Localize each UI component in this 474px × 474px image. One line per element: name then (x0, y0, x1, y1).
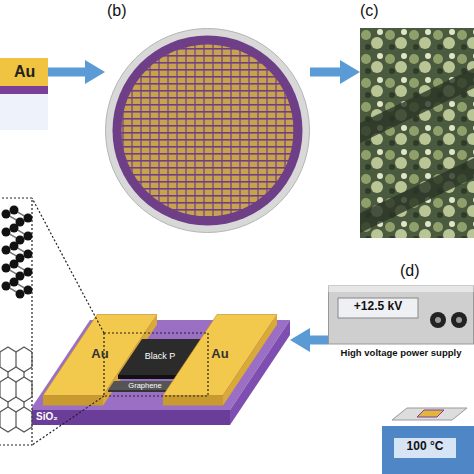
atom (10, 260, 19, 269)
micro-stripe (360, 68, 474, 143)
knob-center (435, 317, 441, 323)
wafer-rim (106, 29, 310, 233)
phosphorus-atoms (2, 206, 33, 299)
zoom-line (32, 396, 104, 445)
atom (24, 286, 33, 295)
wafer-photo-outline (105, 28, 310, 233)
plate-surface (392, 408, 467, 420)
micro-stripe (360, 158, 474, 233)
node-label: Au (14, 63, 48, 81)
atom (16, 272, 25, 281)
atom (10, 242, 19, 251)
atom (16, 218, 25, 227)
heater-display (394, 438, 456, 458)
zoom-panel (0, 198, 32, 445)
lattice-bond (15, 382, 16, 397)
flake-front (118, 375, 178, 379)
substrate: SiO₂AuBlack PGrapheneAu (30, 245, 290, 435)
wafer-surface (113, 36, 303, 226)
lattice-bond (0, 407, 32, 412)
lattice-bond (31, 352, 32, 367)
node-text: (d) (400, 262, 440, 280)
atom (24, 214, 33, 223)
lattice-bond (0, 377, 32, 382)
knob-center (456, 317, 462, 323)
process-arrow (310, 68, 360, 77)
lattice-bond (23, 372, 24, 377)
phosphorene-bond (14, 210, 28, 290)
lattice-bond (0, 347, 32, 352)
atom (2, 264, 11, 273)
sample (417, 410, 444, 417)
supply-display (338, 298, 418, 318)
supply-knob (430, 312, 446, 328)
lattice-bond (0, 412, 1, 427)
zoom-box (104, 333, 208, 396)
phosphorene-bond (6, 214, 20, 294)
atom (16, 236, 25, 245)
node-label: SiO₂ (36, 411, 76, 423)
micrograph-outline (360, 28, 474, 238)
lattice-bond (0, 427, 32, 432)
electrode: Au (163, 314, 277, 406)
atom (16, 290, 25, 299)
node-label: (c) (360, 2, 400, 20)
process-arrow (290, 336, 328, 345)
lattice-bond (15, 352, 16, 367)
graphene-lattice (0, 347, 32, 432)
atom (24, 250, 33, 259)
node-label: Black P (130, 351, 190, 361)
atom (2, 282, 11, 291)
atom (2, 210, 11, 219)
lattice-bond (31, 412, 32, 427)
layer-stack: Au (0, 58, 48, 130)
hot-plate-outline (372, 390, 474, 474)
supply-body (329, 286, 474, 344)
atom (16, 254, 25, 263)
lattice-bond (0, 397, 32, 402)
node-text: +12.5 kV (338, 300, 418, 314)
node-text: High voltage power supply (328, 348, 474, 359)
lattice-bond (15, 412, 16, 427)
heater-body (382, 426, 474, 474)
lattice-bond (0, 352, 1, 367)
lattice-bond (0, 382, 1, 397)
atom (10, 278, 19, 287)
substrate-front (30, 410, 230, 425)
lattice-bond (7, 402, 8, 407)
supply-top (329, 286, 474, 292)
electrode-side (223, 315, 277, 406)
wafer-photo: (b) (105, 28, 310, 233)
hot-plate: 100 °C (372, 390, 474, 474)
lattice-bond (31, 382, 32, 397)
node-label: 100 °C (394, 440, 456, 454)
electrode-array (122, 45, 294, 217)
zoom-line (32, 198, 104, 333)
atom (10, 224, 19, 233)
atom (2, 246, 11, 255)
atom (2, 228, 11, 237)
connectors (48, 72, 360, 340)
electrode-top (163, 315, 277, 396)
power-supply: (d) +12.5 kV High voltage power supply (328, 262, 474, 374)
supply-knob (451, 312, 467, 328)
node-label: (b) (107, 2, 147, 20)
micrograph: (c) (360, 28, 474, 238)
electrode-front (163, 396, 223, 406)
atom (24, 232, 33, 241)
process-arrow (48, 68, 105, 77)
node-label: Au (200, 347, 240, 362)
atom (10, 206, 19, 215)
micrograph-texture (360, 28, 474, 238)
lattice-bond (7, 372, 8, 377)
node-label: Au (80, 347, 120, 362)
electrode-front (43, 396, 103, 406)
lattice-bond (0, 367, 32, 372)
lattice-bond (23, 402, 24, 407)
atom (24, 268, 33, 277)
